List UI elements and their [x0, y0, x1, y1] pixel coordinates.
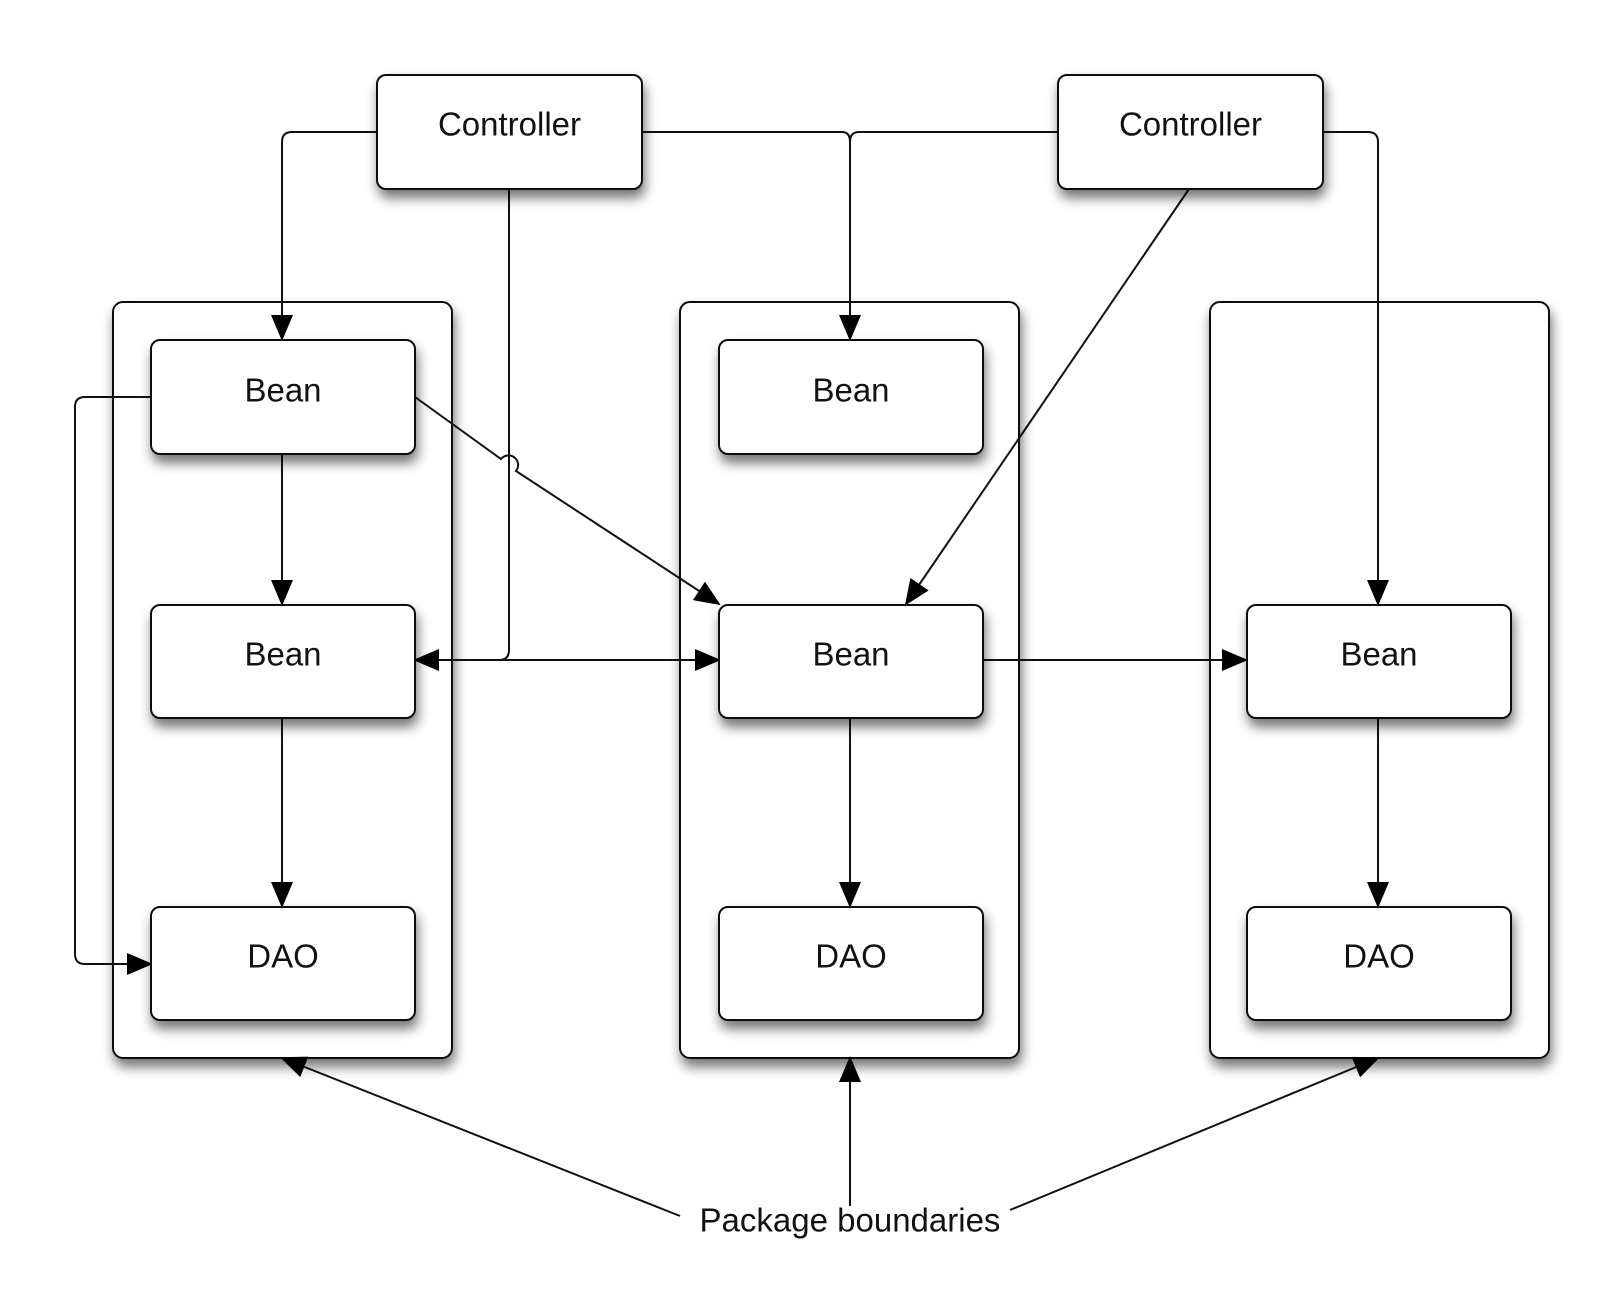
bean-node-p2-mid: Bean [718, 604, 984, 719]
bean-node-p2-top: Bean [718, 339, 984, 455]
edge-controller1-bean1a [271, 131, 377, 341]
edge-controller2-bean2b [904, 188, 1190, 606]
edge-bean1a-dao1 [74, 396, 153, 975]
pointer-caption-package3 [1009, 1056, 1380, 1211]
dao-label-p3: DAO [1343, 938, 1415, 975]
edge-controller2-bean3 [1323, 131, 1389, 606]
connectors [74, 131, 1389, 1217]
edge-controller2-bean2a [849, 131, 1058, 143]
dao-label-p2: DAO [815, 938, 887, 975]
bean-label-p2-top: Bean [812, 372, 889, 409]
dao-label-p1: DAO [247, 938, 319, 975]
package-boundaries-caption: Package boundaries [700, 1202, 1001, 1239]
edge-bean1a-bean2b [414, 396, 721, 606]
bean-label-p3: Bean [1340, 636, 1417, 673]
pointer-caption-package1 [280, 1056, 681, 1217]
bean-node-p3: Bean [1246, 604, 1512, 719]
controller-label-1: Controller [438, 106, 581, 143]
bean-label-p1-top: Bean [244, 372, 321, 409]
dao-node-p2: DAO [718, 906, 984, 1021]
bean-label-p2-mid: Bean [812, 636, 889, 673]
bean-node-p1-top: Bean [150, 339, 416, 455]
bean-node-p1-mid: Bean [150, 604, 416, 719]
dao-node-p3: DAO [1246, 906, 1512, 1021]
controller-node-2: Controller [1057, 74, 1324, 190]
dao-node-p1: DAO [150, 906, 416, 1021]
bean-label-p1-mid: Bean [244, 636, 321, 673]
controller-label-2: Controller [1119, 106, 1262, 143]
controller-node-1: Controller [376, 74, 643, 190]
